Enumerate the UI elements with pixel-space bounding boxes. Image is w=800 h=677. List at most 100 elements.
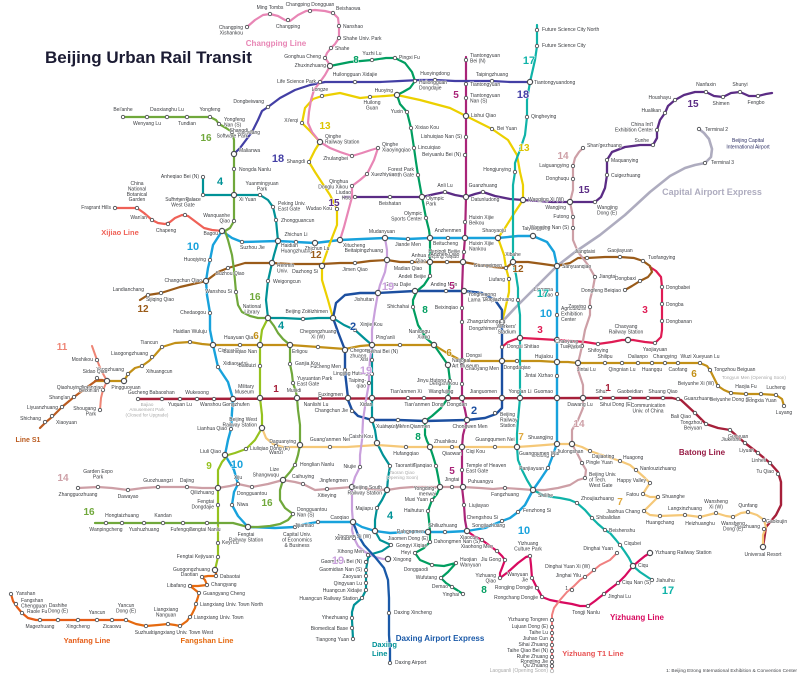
station-huangcun-railway-station bbox=[359, 595, 365, 601]
station-jiangtaixi bbox=[584, 255, 590, 261]
station-label-zhangguozhuang: Zhangguozhuang bbox=[59, 492, 98, 498]
station-label-heping-men: Heping Men bbox=[383, 424, 410, 430]
station-label-yuxin: Yuxin bbox=[391, 109, 403, 115]
line-number-label-16: 16 bbox=[83, 507, 95, 518]
line-number-label-10: 10 bbox=[231, 459, 243, 471]
station-qinghe-xiaoyingqiao bbox=[375, 145, 381, 151]
station-huilong-guan bbox=[367, 94, 373, 100]
station-suzhou-qiao bbox=[225, 265, 231, 271]
station-xidiaoyutai bbox=[215, 364, 221, 370]
station-taihe-qiao-bei-n bbox=[549, 648, 555, 654]
station-wan-an bbox=[149, 217, 155, 223]
station-xiaocun bbox=[479, 537, 485, 543]
station-label-guang-anmen-nei: Guang'anmen Nei bbox=[310, 437, 350, 443]
station-huangqu bbox=[649, 360, 655, 366]
station-jianguomen bbox=[498, 394, 506, 402]
station-label-demao: Demao bbox=[432, 584, 448, 590]
station-label-jishuitan: Jishuitan bbox=[354, 297, 374, 303]
station-zhushikou bbox=[426, 443, 434, 451]
station-label-dongbabei: Dongbabei bbox=[666, 285, 690, 291]
station-dongdaqiao bbox=[514, 358, 520, 364]
station-shifoying bbox=[595, 341, 601, 347]
station-shangdi-software-park bbox=[249, 129, 255, 135]
station-shilihe bbox=[529, 486, 537, 494]
station-beijing-zoo bbox=[300, 316, 306, 322]
station-label-qu-zhuang: Qu Zhuang bbox=[523, 663, 548, 669]
station-guoyuan bbox=[727, 427, 733, 433]
station-label-yizhuang-railway-station: Yizhuang Railway Station bbox=[655, 550, 712, 556]
station-heyi bbox=[412, 550, 418, 556]
station-huilongguan-dongdajie bbox=[412, 78, 418, 84]
station-label-xiaohong-men: Xiaohong Men bbox=[461, 544, 493, 550]
line-name-label-changping-line: Changping Line bbox=[246, 39, 307, 48]
station-label-heyi: Heyi bbox=[401, 550, 411, 556]
line-number-label-15: 15 bbox=[578, 185, 590, 196]
station-label-shimen: Shimen bbox=[713, 101, 730, 107]
station-wangjing-xi-w bbox=[519, 196, 527, 204]
station-huangcun-xidajie bbox=[363, 587, 369, 593]
station-label-dongguantou: Dongguantou bbox=[237, 491, 267, 497]
station-anheqiao-bei-n bbox=[200, 174, 206, 180]
station-xiaohong-men bbox=[494, 548, 500, 554]
station-dashihe-dong-e bbox=[55, 617, 61, 623]
station-heping-men bbox=[395, 417, 401, 423]
station-label-fufengqiao: Fufengqiao bbox=[170, 527, 195, 533]
station-label-wanzi: Wanzi bbox=[269, 450, 283, 456]
station-forest-park-south-gate bbox=[415, 172, 421, 178]
station-label-chedaogou: Chedaogou bbox=[180, 310, 206, 316]
station-label-shifoying: Shifoying bbox=[588, 348, 609, 354]
station-label-wenyang-lu: Wenyang Lu bbox=[133, 121, 161, 127]
station-xibeiwang bbox=[229, 129, 235, 135]
station-label-wukesong: Wukesong bbox=[185, 390, 209, 396]
station-huojian-wanyuan bbox=[453, 560, 459, 566]
station-caishi-kou bbox=[373, 439, 381, 447]
station-label-capital-univ-of-economics-business: Capital Univ.of Economics& Business bbox=[282, 532, 313, 549]
station-sihai-zhuang bbox=[549, 642, 555, 648]
station-label-nongda-nanlu: Nongda Nanlu bbox=[239, 167, 271, 173]
station-label-shilihe: Shilihe bbox=[538, 493, 553, 499]
station-dongzhimen bbox=[498, 318, 506, 326]
line-name-label-daxing-airport-express: Daxing Airport Express bbox=[396, 634, 485, 643]
station-label-dongzhimen: Dongzhimen bbox=[469, 326, 497, 332]
station-label-changyang: Changyang bbox=[211, 582, 237, 588]
station-label-shaoyaoju: Shaoyaoju bbox=[482, 228, 506, 234]
station-dahongmen bbox=[424, 528, 432, 536]
station-beihai-bei-n bbox=[397, 342, 403, 348]
station-rongjing-jie bbox=[549, 659, 555, 665]
station-label-qingyuan-lu: Qingyuan Lu bbox=[334, 581, 363, 587]
station-label-liujiayao: Liujiayao bbox=[469, 503, 489, 509]
station-yangzhuang bbox=[125, 371, 131, 377]
station-label-fragrant-hills: Fragrant Hills bbox=[81, 205, 111, 211]
station-label-bagou: Bagou bbox=[204, 231, 219, 237]
station-peking-univ-east-gate bbox=[270, 204, 276, 210]
station-label-fucheng-men: Fucheng Men bbox=[310, 364, 341, 370]
station-wanshou-lu bbox=[211, 396, 217, 402]
station-label-cishou-si: Cishou Si bbox=[218, 348, 239, 354]
station-ganjia-kou bbox=[287, 361, 293, 367]
station-yong-an-li bbox=[516, 394, 524, 402]
station-yongdingmenwai bbox=[436, 483, 444, 491]
line-number-label-14: 14 bbox=[573, 419, 585, 430]
station-label-dongdaqiao: Dongdaqiao bbox=[504, 365, 531, 371]
station-donghuqu bbox=[570, 176, 576, 182]
station-label-1: 1 bbox=[565, 586, 568, 592]
station-china-national-botanical-garden bbox=[134, 205, 140, 211]
line-number-label-17: 17 bbox=[662, 585, 674, 597]
station-label-yongfeng: Yongfeng bbox=[200, 107, 221, 113]
station-fatou bbox=[640, 491, 646, 497]
station-label-tongji-nanlu: Tongji Nanlu bbox=[572, 610, 600, 616]
station-sidao-qiao bbox=[94, 375, 100, 381]
station-label-huoqiying: Huoqiying bbox=[184, 257, 206, 263]
